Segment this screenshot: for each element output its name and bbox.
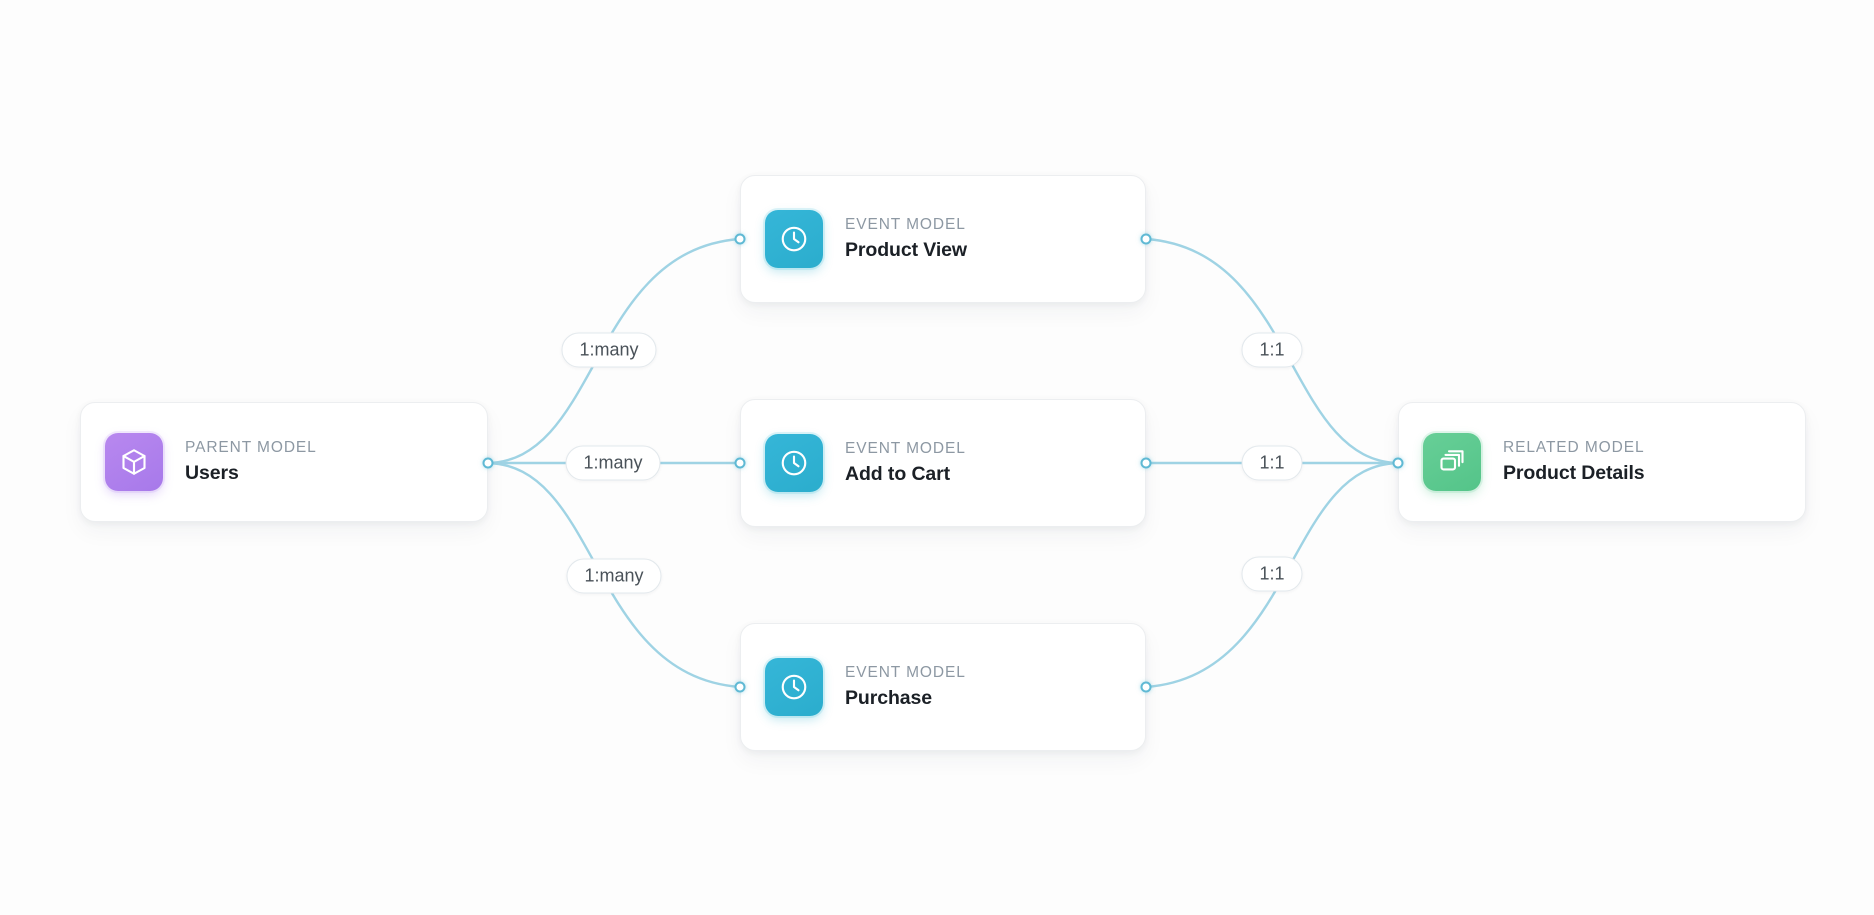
- node-product-details[interactable]: RELATED MODEL Product Details: [1398, 402, 1806, 522]
- node-purchase[interactable]: EVENT MODEL Purchase: [740, 623, 1146, 751]
- node-title: Product View: [845, 238, 967, 261]
- node-kicker: EVENT MODEL: [845, 664, 966, 682]
- edge-label-add-to-cart-to-product-details[interactable]: 1:1: [1241, 445, 1303, 481]
- clock-icon: [765, 434, 823, 492]
- port-purchase-in[interactable]: [734, 681, 746, 693]
- clock-icon: [765, 658, 823, 716]
- port-users-out[interactable]: [482, 457, 494, 469]
- node-title: Purchase: [845, 686, 932, 709]
- node-kicker: EVENT MODEL: [845, 440, 966, 458]
- cube-icon: [105, 433, 163, 491]
- node-title: Product Details: [1503, 461, 1645, 484]
- layers-icon: [1423, 433, 1481, 491]
- node-kicker: EVENT MODEL: [845, 216, 966, 234]
- node-kicker: PARENT MODEL: [185, 439, 317, 457]
- port-purchase-out[interactable]: [1140, 681, 1152, 693]
- edge-label-purchase-to-product-details[interactable]: 1:1: [1241, 556, 1303, 592]
- node-purchase-text: EVENT MODEL Purchase: [845, 663, 966, 711]
- edge-label-users-to-add-to-cart[interactable]: 1:many: [565, 445, 661, 481]
- port-product-view-in[interactable]: [734, 233, 746, 245]
- node-product-details-text: RELATED MODEL Product Details: [1503, 438, 1645, 486]
- node-title: Users: [185, 461, 239, 484]
- port-product-view-out[interactable]: [1140, 233, 1152, 245]
- clock-icon: [765, 210, 823, 268]
- edge-label-users-to-product-view[interactable]: 1:many: [561, 332, 657, 368]
- edge-label-users-to-purchase[interactable]: 1:many: [566, 558, 662, 594]
- node-kicker: RELATED MODEL: [1503, 439, 1645, 457]
- node-users[interactable]: PARENT MODEL Users: [80, 402, 488, 522]
- edge-label-product-view-to-product-details[interactable]: 1:1: [1241, 332, 1303, 368]
- node-add-to-cart-text: EVENT MODEL Add to Cart: [845, 439, 966, 487]
- port-add-to-cart-in[interactable]: [734, 457, 746, 469]
- port-add-to-cart-out[interactable]: [1140, 457, 1152, 469]
- node-product-view[interactable]: EVENT MODEL Product View: [740, 175, 1146, 303]
- node-users-text: PARENT MODEL Users: [185, 438, 317, 486]
- port-product-details-in[interactable]: [1392, 457, 1404, 469]
- node-title: Add to Cart: [845, 462, 951, 485]
- node-add-to-cart[interactable]: EVENT MODEL Add to Cart: [740, 399, 1146, 527]
- node-product-view-text: EVENT MODEL Product View: [845, 215, 967, 263]
